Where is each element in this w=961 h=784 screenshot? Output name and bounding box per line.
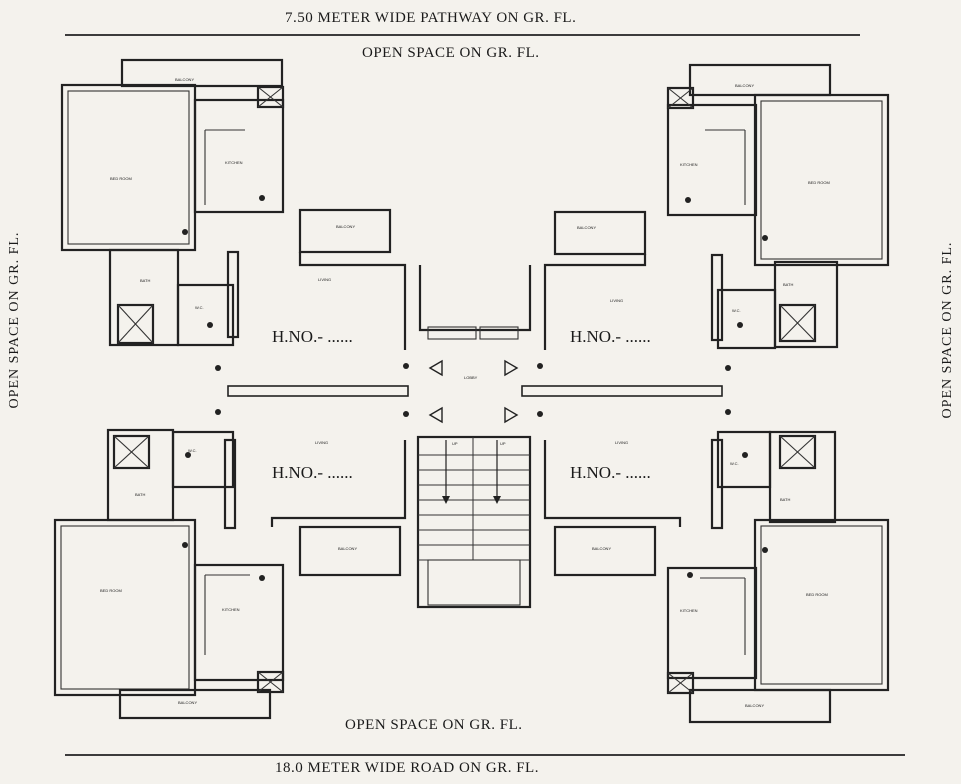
bedroom-top-left: [60, 83, 197, 252]
room-label-wc-tr: W.C.: [732, 308, 741, 313]
balcony-bottom-right-upper: [553, 525, 657, 577]
room-label-balcony-1: BALCONY: [175, 77, 195, 82]
open-space-right-label: OPEN SPACE ON GR. FL.: [940, 241, 955, 419]
balcony-top-left-upper: [120, 58, 284, 88]
room-label-bath-bl: BATH: [135, 492, 146, 497]
room-label-wc-bl: W.C.: [188, 448, 197, 453]
staircase: [416, 435, 532, 609]
bedroom-bottom-left: [53, 518, 197, 697]
flat-top-left: [60, 58, 407, 350]
unit-label-top-right: H.NO.- ......: [570, 327, 651, 346]
room-label-wc-br: W.C.: [730, 461, 739, 466]
corridor-wall-right: [521, 385, 723, 397]
balcony-bottom-right-lower: [688, 688, 832, 724]
room-label-kitchen-bl: KITCHEN: [222, 607, 240, 612]
flat-bottom-right: [543, 430, 890, 724]
bedroom-bottom-right: [753, 518, 890, 692]
kitchen-bottom-left: [193, 563, 285, 682]
stair-label-up-right: UP: [500, 441, 506, 446]
stair-label-up-left: UP: [452, 441, 458, 446]
unit-label-top-left: H.NO.- ......: [272, 327, 353, 346]
balcony-top-left-lower: [298, 208, 392, 254]
room-label-lobby: LOBBY: [464, 375, 478, 380]
room-label-living-tr: LIVING: [610, 298, 624, 303]
room-label-living-tl: LIVING: [318, 277, 332, 282]
room-label-balcony-8: BALCONY: [745, 703, 765, 708]
open-space-top-label: OPEN SPACE ON GR. FL.: [362, 45, 540, 61]
kitchen-top-left: [193, 98, 285, 214]
room-label-balcony-3: BALCONY: [735, 83, 755, 88]
open-space-left-label: OPEN SPACE ON GR. FL.: [7, 231, 22, 409]
flat-top-right: [543, 63, 890, 350]
room-label-bed-room-tl: BED ROOM: [110, 176, 132, 181]
room-label-balcony-5: BALCONY: [338, 546, 358, 551]
corridor-wall-left: [227, 385, 409, 397]
unit-label-bottom-left: H.NO.- ......: [272, 463, 353, 482]
kitchen-bottom-right: [666, 566, 758, 680]
room-label-kitchen-br: KITCHEN: [680, 608, 698, 613]
room-label-living-bl: LIVING: [315, 440, 329, 445]
room-label-wc-tl: W.C.: [195, 305, 204, 310]
room-label-bed-room-bl: BED ROOM: [100, 588, 122, 593]
top-pathway-label: 7.50 METER WIDE PATHWAY ON GR. FL.: [285, 10, 577, 26]
bath-top-left: [108, 248, 180, 347]
room-label-kitchen-tr: KITCHEN: [680, 162, 698, 167]
bottom-road-label: 18.0 METER WIDE ROAD ON GR. FL.: [275, 760, 539, 776]
wc-bottom-right: [716, 430, 772, 489]
room-label-balcony-2: BALCONY: [336, 224, 356, 229]
room-label-bed-room-tr: BED ROOM: [808, 180, 830, 185]
wc-top-right: [716, 288, 777, 350]
room-label-balcony-7: BALCONY: [178, 700, 198, 705]
unit-label-bottom-right: H.NO.- ......: [570, 463, 651, 482]
kitchen-top-right: [666, 103, 758, 217]
room-label-balcony-4: BALCONY: [577, 225, 597, 230]
wc-top-left: [176, 283, 235, 347]
room-label-balcony-6: BALCONY: [592, 546, 612, 551]
room-label-living-br: LIVING: [615, 440, 629, 445]
room-label-kitchen-tl: KITCHEN: [225, 160, 243, 165]
central-core: [227, 265, 723, 609]
room-label-bed-room-br: BED ROOM: [806, 592, 828, 597]
balcony-bottom-left-lower: [118, 688, 272, 720]
flat-bottom-left: [53, 428, 407, 720]
balcony-bottom-left-upper: [298, 525, 402, 577]
room-label-bath-br: BATH: [780, 497, 791, 502]
room-label-bath-tr: BATH: [783, 282, 794, 287]
open-space-bottom-label: OPEN SPACE ON GR. FL.: [345, 717, 523, 733]
room-label-bath-tl: BATH: [140, 278, 151, 283]
balcony-top-right-lower: [553, 210, 647, 256]
balcony-top-right-upper: [688, 63, 832, 97]
wc-bottom-left: [171, 430, 235, 489]
